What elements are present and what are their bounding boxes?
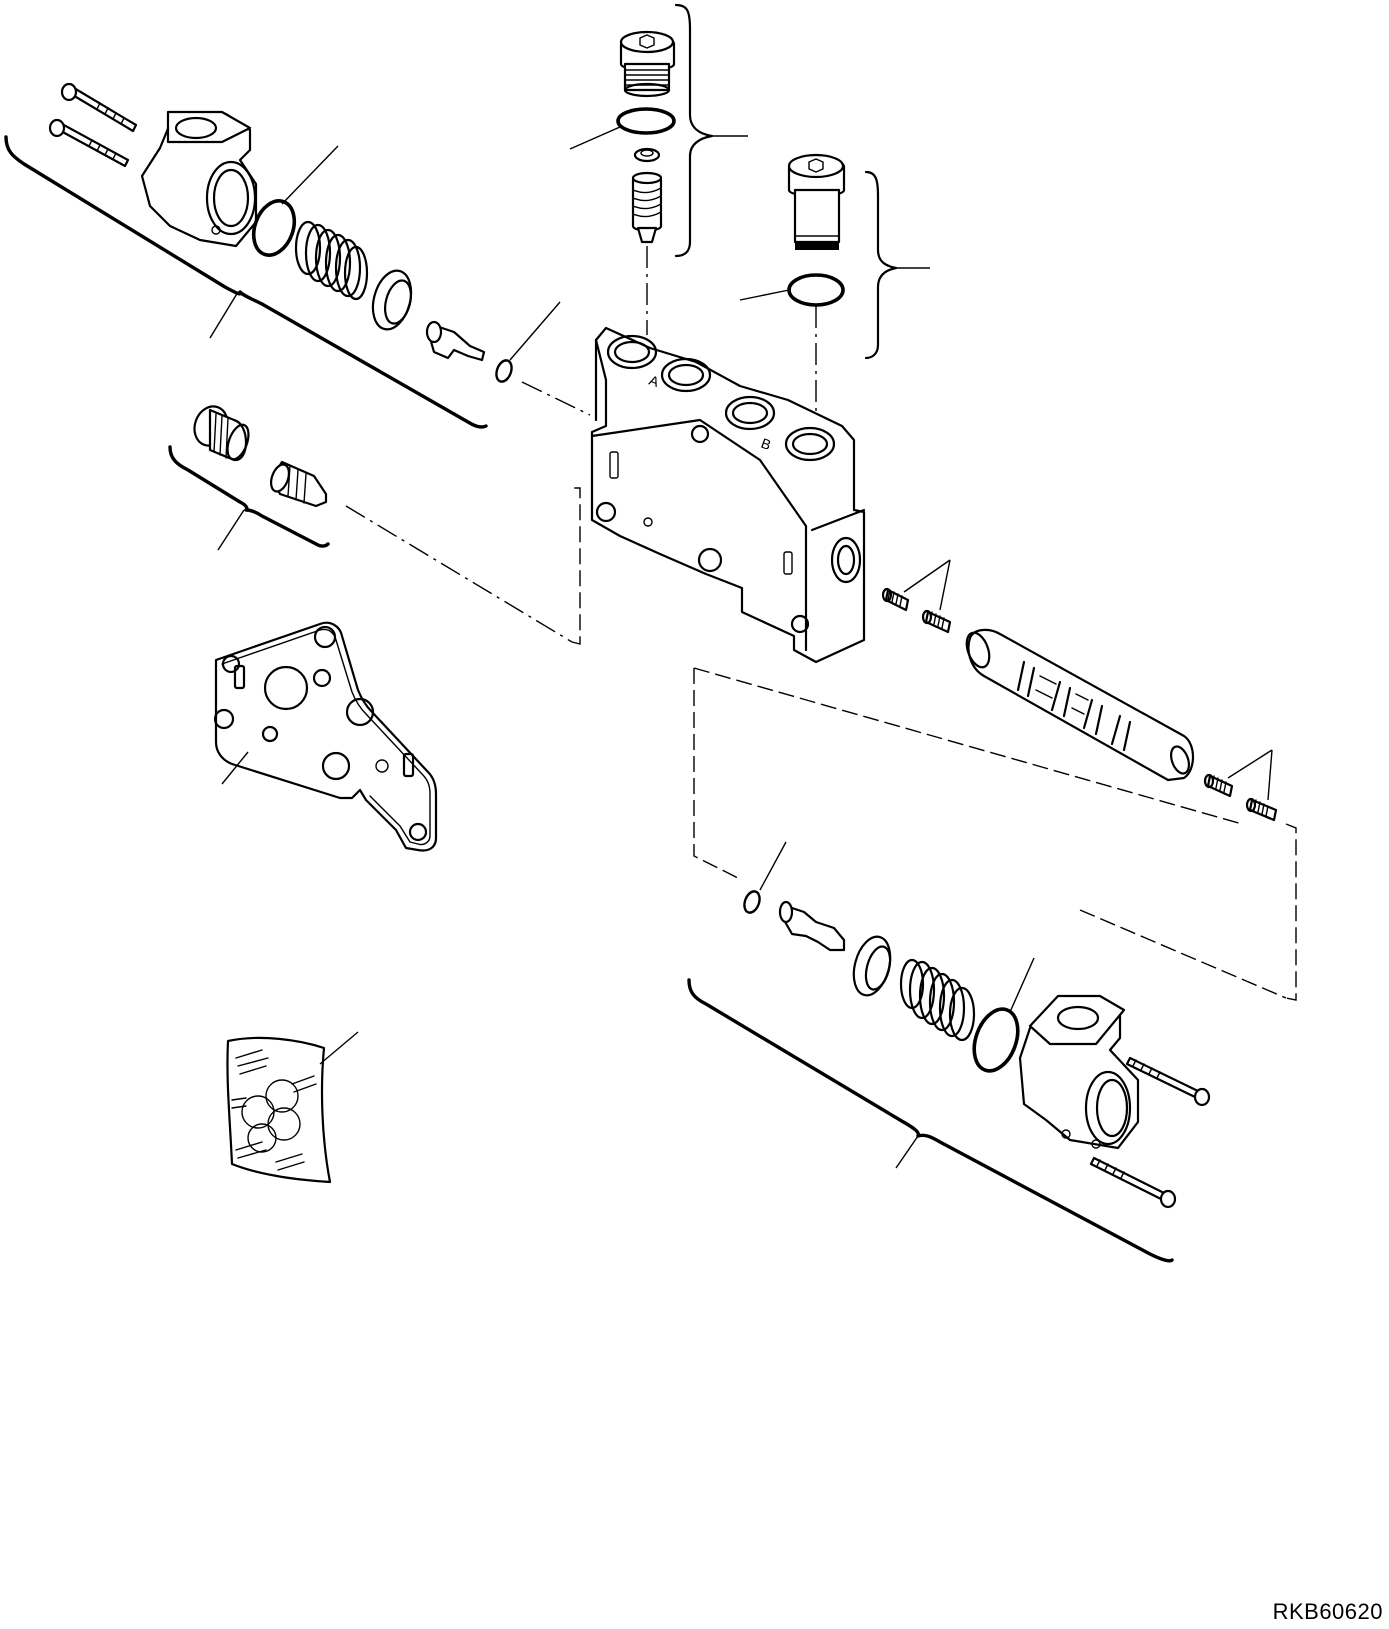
parts-kit-bag — [227, 1038, 330, 1182]
spring-pair-right-upper — [883, 589, 950, 632]
relief-valve-plug — [789, 155, 844, 250]
spring-seat-upper-left — [367, 266, 417, 333]
group-bracket-upper-left — [6, 137, 486, 427]
spool — [962, 630, 1193, 780]
leader-o-ring-top-plug — [570, 127, 620, 149]
spring-upper-left — [296, 222, 367, 299]
leader-gasket-plate — [222, 752, 248, 784]
poppet-spring — [633, 173, 661, 242]
o-ring-relief-plug — [789, 275, 843, 305]
leader-springs-right-lower — [1228, 750, 1272, 800]
small-retainer — [635, 149, 659, 161]
group-bracket-relief-plug — [866, 172, 930, 358]
group-bracket-lower-right — [689, 980, 1172, 1261]
stopper-upper-left — [427, 322, 484, 360]
leader-small-o-ring-upper — [510, 302, 560, 360]
plug-middle-left — [189, 402, 252, 462]
cap-screws-upper-left — [50, 84, 136, 166]
leader-o-ring-lower-right — [1010, 958, 1034, 1012]
leader-o-ring-upper-left — [282, 146, 338, 204]
centerline-middle-left — [346, 506, 572, 642]
check-valve-middle-left — [268, 462, 326, 506]
leader-small-o-ring-lower — [760, 842, 786, 890]
gasket-plate — [215, 623, 436, 851]
leader-springs-right-upper — [904, 560, 950, 610]
spring-cap-upper-left — [142, 112, 256, 246]
group-bracket-top-plug — [676, 5, 748, 256]
guide-body-left — [572, 488, 580, 644]
drawing-code: RKB60620 — [1272, 1599, 1383, 1624]
spring-seat-lower-right — [848, 933, 896, 1000]
valve-body: A B — [592, 328, 864, 662]
guide-lines-lower-right — [694, 668, 1296, 1000]
centerline-upper-left — [522, 382, 590, 415]
spring-pair-right-lower — [1205, 775, 1276, 820]
o-ring-lower-right — [966, 1003, 1025, 1077]
small-o-ring-upper — [494, 358, 515, 383]
group-bracket-middle-left — [170, 447, 328, 550]
cap-screws-lower-right — [1091, 1058, 1209, 1207]
leader-parts-kit — [320, 1032, 358, 1064]
o-ring-top-plug — [618, 109, 674, 133]
small-o-ring-lower — [742, 889, 763, 914]
leader-o-ring-relief-plug — [740, 290, 789, 300]
stopper-lower-right — [780, 902, 844, 950]
spring-cap-lower-right — [1020, 996, 1138, 1148]
spring-lower-right — [901, 960, 974, 1040]
top-plug — [621, 32, 674, 96]
